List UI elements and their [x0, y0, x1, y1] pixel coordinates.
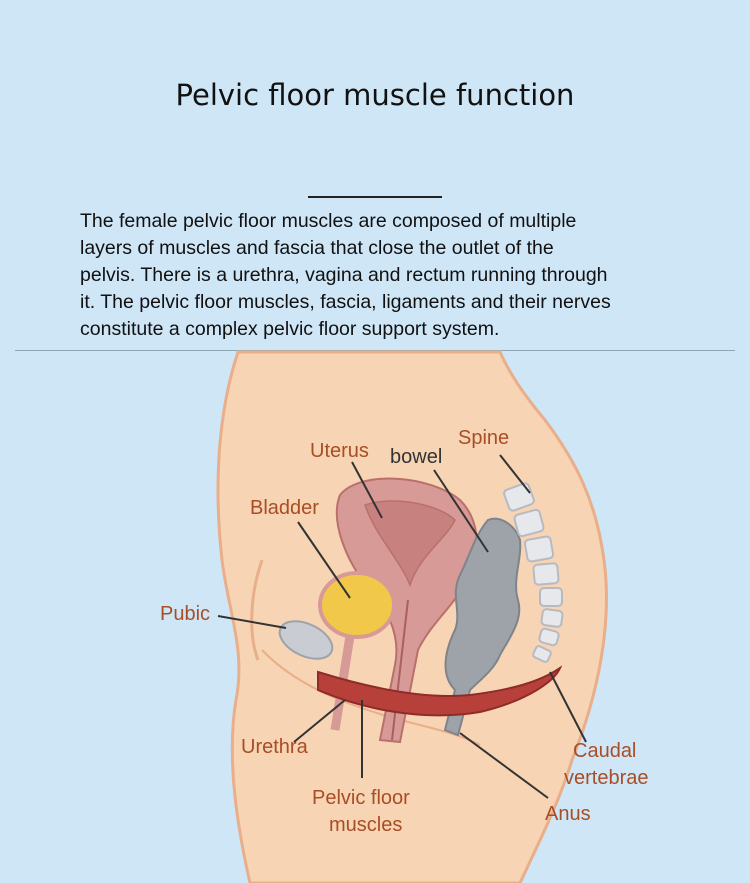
uterus-cavity — [364, 500, 456, 588]
label-uterus: Uterus — [310, 440, 369, 462]
leader-lines — [217, 454, 587, 799]
label-bowel: bowel — [390, 446, 442, 468]
description-line: The female pelvic floor muscles are comp… — [80, 210, 577, 232]
vagina-canal — [391, 599, 409, 741]
spine-vertebrae — [503, 482, 564, 663]
label-bladder: Bladder — [250, 497, 319, 519]
label-pelvic-floor-line1: Pelvic floor — [312, 787, 410, 809]
label-pelvic-floor-line2: muscles — [329, 814, 402, 836]
skin-crease — [250, 559, 264, 661]
description-line: constitute a complex pelvic floor suppor… — [80, 318, 500, 340]
label-caudal-line1: Caudal — [573, 740, 636, 762]
label-anus: Anus — [545, 803, 591, 825]
label-pubic: Pubic — [160, 603, 210, 625]
pelvic-floor-muscle — [317, 665, 563, 717]
label-urethra: Urethra — [241, 736, 309, 758]
page-title: Pelvic floor muscle function — [175, 78, 575, 112]
description-line: pelvis. There is a urethra, vagina and r… — [80, 264, 608, 286]
description-line: layers of muscles and fascia that close … — [80, 237, 554, 259]
title-underline — [308, 196, 442, 198]
label-spine: Spine — [458, 427, 509, 449]
label-caudal-line2: vertebrae — [564, 767, 649, 789]
pubic-bone — [278, 620, 334, 660]
description-line: it. The pelvic floor muscles, fascia, li… — [80, 291, 611, 313]
description: The female pelvic floor muscles are comp… — [80, 208, 690, 343]
bladder-shape — [318, 571, 396, 639]
bowel-rectum — [443, 517, 522, 737]
